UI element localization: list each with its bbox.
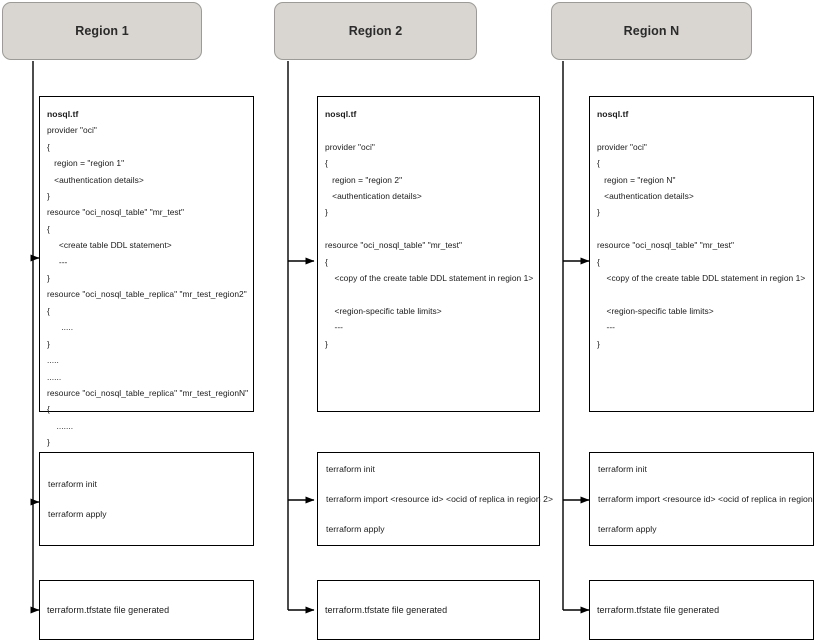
region-header-label: Region 2 (348, 24, 403, 38)
code-box-region-n[interactable]: nosql.tf provider "oci" { region = "regi… (589, 96, 814, 412)
code-line-spacer (597, 286, 806, 302)
code-line: resource "oci_nosql_table_replica" "mr_t… (47, 289, 247, 300)
code-line: --- (597, 322, 616, 333)
command-line: terraform import <resource id> <ocid of … (598, 493, 815, 504)
code-filename: nosql.tf (47, 109, 79, 119)
code-line: resource "oci_nosql_table" "mr_test" (325, 240, 463, 251)
code-line: { (47, 141, 50, 152)
state-label: terraform.tfstate file generated (597, 605, 720, 615)
code-line: <authentication details> (597, 191, 694, 202)
command-line: terraform init (598, 463, 647, 474)
code-line: ..... (47, 322, 74, 333)
code-line: <create table DDL statement> (47, 240, 172, 251)
command-line-spacer (318, 507, 539, 522)
code-line: { (47, 404, 50, 415)
code-box-region-2[interactable]: nosql.tf provider "oci" { region = "regi… (317, 96, 540, 412)
command-line: terraform apply (598, 523, 657, 534)
code-line: { (325, 256, 328, 267)
code-line-spacer (597, 221, 806, 237)
state-box-region-1[interactable]: terraform.tfstate file generated (39, 580, 254, 640)
code-line: ....... (47, 420, 74, 431)
command-line-spacer (40, 492, 253, 507)
code-line: resource "oci_nosql_table_replica" "mr_t… (47, 387, 249, 398)
code-line: <copy of the create table DDL statement … (597, 273, 806, 284)
code-line: } (47, 338, 50, 349)
code-line: } (47, 437, 50, 448)
code-line-spacer (325, 221, 532, 237)
region-header-label: Region 1 (75, 24, 129, 38)
code-line: ..... (47, 355, 59, 366)
code-line: { (325, 158, 328, 169)
code-line: --- (325, 322, 344, 333)
code-line: region = "region N" (597, 174, 676, 185)
code-line: { (47, 305, 50, 316)
command-line: terraform import <resource id> <ocid of … (326, 493, 554, 504)
code-line: <authentication details> (325, 191, 422, 202)
code-line: region = "region 1" (47, 158, 125, 169)
code-line: { (47, 223, 50, 234)
code-line: provider "oci" (597, 141, 647, 152)
command-box-region-n[interactable]: terraform init terraform import <resourc… (589, 452, 814, 546)
command-line-spacer (590, 477, 813, 492)
code-line: } (47, 191, 50, 202)
code-line: } (47, 273, 50, 284)
state-label: terraform.tfstate file generated (325, 605, 448, 615)
state-label: terraform.tfstate file generated (47, 605, 170, 615)
code-line: <authentication details> (47, 174, 144, 185)
code-line: <region-specific table limits> (597, 305, 714, 316)
code-line-spacer (597, 122, 806, 138)
code-filename: nosql.tf (597, 109, 629, 119)
region-header-region-1[interactable]: Region 1 (2, 2, 202, 60)
code-line: } (597, 207, 600, 218)
state-box-region-2[interactable]: terraform.tfstate file generated (317, 580, 540, 640)
code-line: ...... (47, 371, 62, 382)
code-line: resource "oci_nosql_table" "mr_test" (597, 240, 735, 251)
command-box-region-1[interactable]: terraform init terraform apply (39, 452, 254, 546)
code-line-spacer (325, 122, 532, 138)
code-line: } (325, 338, 328, 349)
code-line: { (597, 158, 600, 169)
code-line: provider "oci" (325, 141, 375, 152)
command-line: terraform apply (48, 508, 107, 519)
region-header-label: Region N (623, 24, 680, 38)
code-line-spacer (325, 286, 532, 302)
code-filename: nosql.tf (325, 109, 357, 119)
connector-group-region-n (562, 61, 590, 614)
connector-group-region-2 (287, 61, 315, 614)
code-line: } (325, 207, 328, 218)
command-box-region-2[interactable]: terraform init terraform import <resourc… (317, 452, 554, 546)
code-line: <copy of the create table DDL statement … (325, 273, 534, 284)
code-line: <region-specific table limits> (325, 305, 442, 316)
command-line: terraform init (326, 463, 375, 474)
code-line: provider "oci" (47, 125, 97, 136)
region-header-region-2[interactable]: Region 2 (274, 2, 477, 60)
command-line-spacer (318, 477, 539, 492)
code-line: region = "region 2" (325, 174, 403, 185)
code-line: --- (47, 256, 68, 267)
region-header-region-n[interactable]: Region N (551, 2, 752, 60)
state-box-region-n[interactable]: terraform.tfstate file generated (589, 580, 814, 640)
code-line: resource "oci_nosql_table" "mr_test" (47, 207, 185, 218)
code-line: } (597, 338, 600, 349)
code-line: { (597, 256, 600, 267)
command-line-spacer (590, 507, 813, 522)
command-line: terraform init (48, 478, 97, 489)
command-line: terraform apply (326, 523, 385, 534)
code-box-region-1[interactable]: nosql.tf provider "oci" { region = "regi… (39, 96, 254, 447)
